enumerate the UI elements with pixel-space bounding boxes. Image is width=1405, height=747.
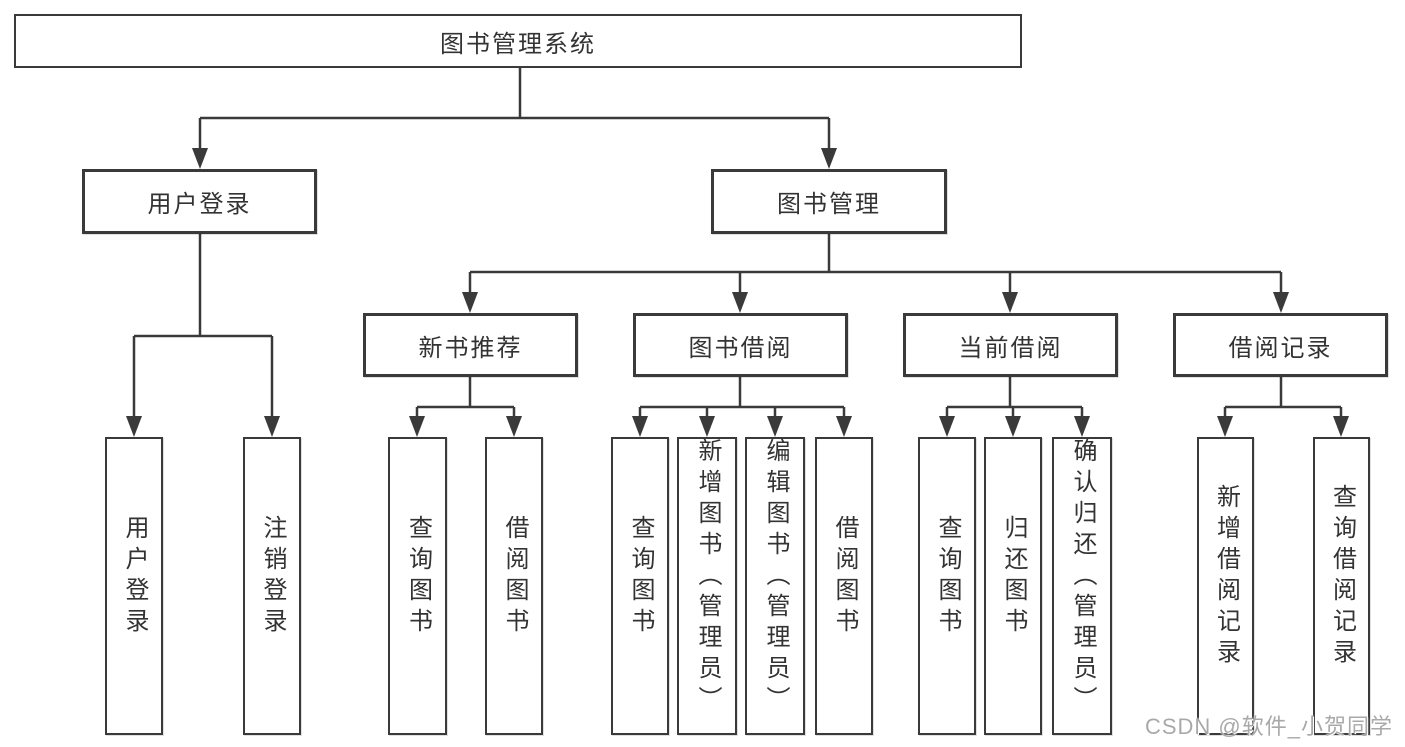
node-label: 查询图书 (934, 515, 961, 639)
connector-user-login-children (126, 234, 280, 437)
node-borrow-records: 借阅记录 (1173, 313, 1388, 377)
node-label: 查询图书 (404, 515, 432, 639)
leaf-edit-book-admin: 编辑图书（管理员） (745, 437, 805, 735)
connector-book-borrow-children (632, 377, 852, 437)
leaf-add-borrow-record: 新增借阅记录 (1197, 437, 1254, 735)
arrowhead-icon (699, 416, 715, 437)
node-label: 图书管理 (777, 191, 881, 218)
leaf-add-book-admin: 新增图书（管理员） (677, 437, 737, 735)
arrowhead-icon (126, 416, 142, 437)
arrowhead-icon (821, 148, 837, 169)
leaf-return-book: 归还图书 (984, 437, 1042, 735)
arrowhead-icon (767, 416, 783, 437)
arrowhead-icon (1002, 292, 1018, 313)
node-label: 注销登录 (259, 515, 286, 639)
node-user-login: 用户登录 (82, 169, 317, 234)
node-label: 用户登录 (147, 191, 252, 218)
node-label: 借阅图书 (501, 515, 528, 639)
node-book-management: 图书管理 (711, 169, 947, 234)
node-current-borrow: 当前借阅 (903, 313, 1118, 377)
arrowhead-icon (1217, 416, 1233, 437)
node-label: 借阅记录 (1228, 334, 1333, 362)
connector-root-to-level2 (192, 68, 837, 169)
leaf-query-borrow-record: 查询借阅记录 (1313, 437, 1370, 735)
leaf-borrow-books-borrow: 借阅图书 (815, 437, 873, 735)
node-label: 当前借阅 (958, 334, 1063, 362)
arrowhead-icon (1273, 292, 1289, 313)
connector-borrow-records-children (1217, 377, 1349, 437)
arrowhead-icon (192, 148, 208, 169)
node-library-management-system: 图书管理系统 (14, 14, 1022, 68)
arrowhead-icon (939, 416, 955, 437)
node-label: 借阅图书 (831, 515, 858, 639)
leaf-query-books-current: 查询图书 (918, 437, 976, 735)
connector-book-management-children (462, 234, 1289, 313)
node-new-book-recommend: 新书推荐 (363, 313, 578, 377)
node-label: 新增图书（管理员） (694, 437, 721, 717)
node-label: 图书管理系统 (440, 30, 596, 58)
arrowhead-icon (1333, 416, 1349, 437)
connector-current-borrow-children (939, 377, 1090, 437)
node-book-borrow: 图书借阅 (633, 313, 848, 377)
node-label: 新增借阅记录 (1212, 484, 1240, 670)
node-label: 新书推荐 (418, 334, 523, 362)
arrowhead-icon (836, 416, 852, 437)
arrowhead-icon (732, 292, 748, 313)
node-label: 归还图书 (1000, 515, 1027, 639)
leaf-borrow-books-recommend: 借阅图书 (485, 437, 543, 735)
leaf-user-login: 用户登录 (105, 437, 163, 735)
arrowhead-icon (409, 416, 425, 437)
watermark: CSDN @软件_小贺同学 (1144, 714, 1393, 739)
connector-new-book-recommend-children (409, 377, 522, 437)
leaf-query-books-borrow: 查询图书 (611, 437, 669, 735)
node-label: 图书借阅 (688, 334, 793, 362)
node-label: 用户登录 (121, 515, 148, 639)
arrowhead-icon (1074, 416, 1090, 437)
node-label: 查询借阅记录 (1328, 484, 1356, 670)
arrowhead-icon (462, 292, 478, 313)
leaf-confirm-return-admin: 确认归还（管理员） (1052, 437, 1112, 735)
arrowhead-icon (264, 416, 280, 437)
node-label: 确认归还（管理员） (1069, 437, 1096, 717)
node-label: 查询图书 (627, 515, 654, 639)
arrowhead-icon (506, 416, 522, 437)
arrowhead-icon (1005, 416, 1021, 437)
leaf-query-books-recommend: 查询图书 (388, 437, 447, 735)
arrowhead-icon (632, 416, 648, 437)
leaf-logout: 注销登录 (243, 437, 301, 735)
node-label: 编辑图书（管理员） (762, 437, 789, 717)
